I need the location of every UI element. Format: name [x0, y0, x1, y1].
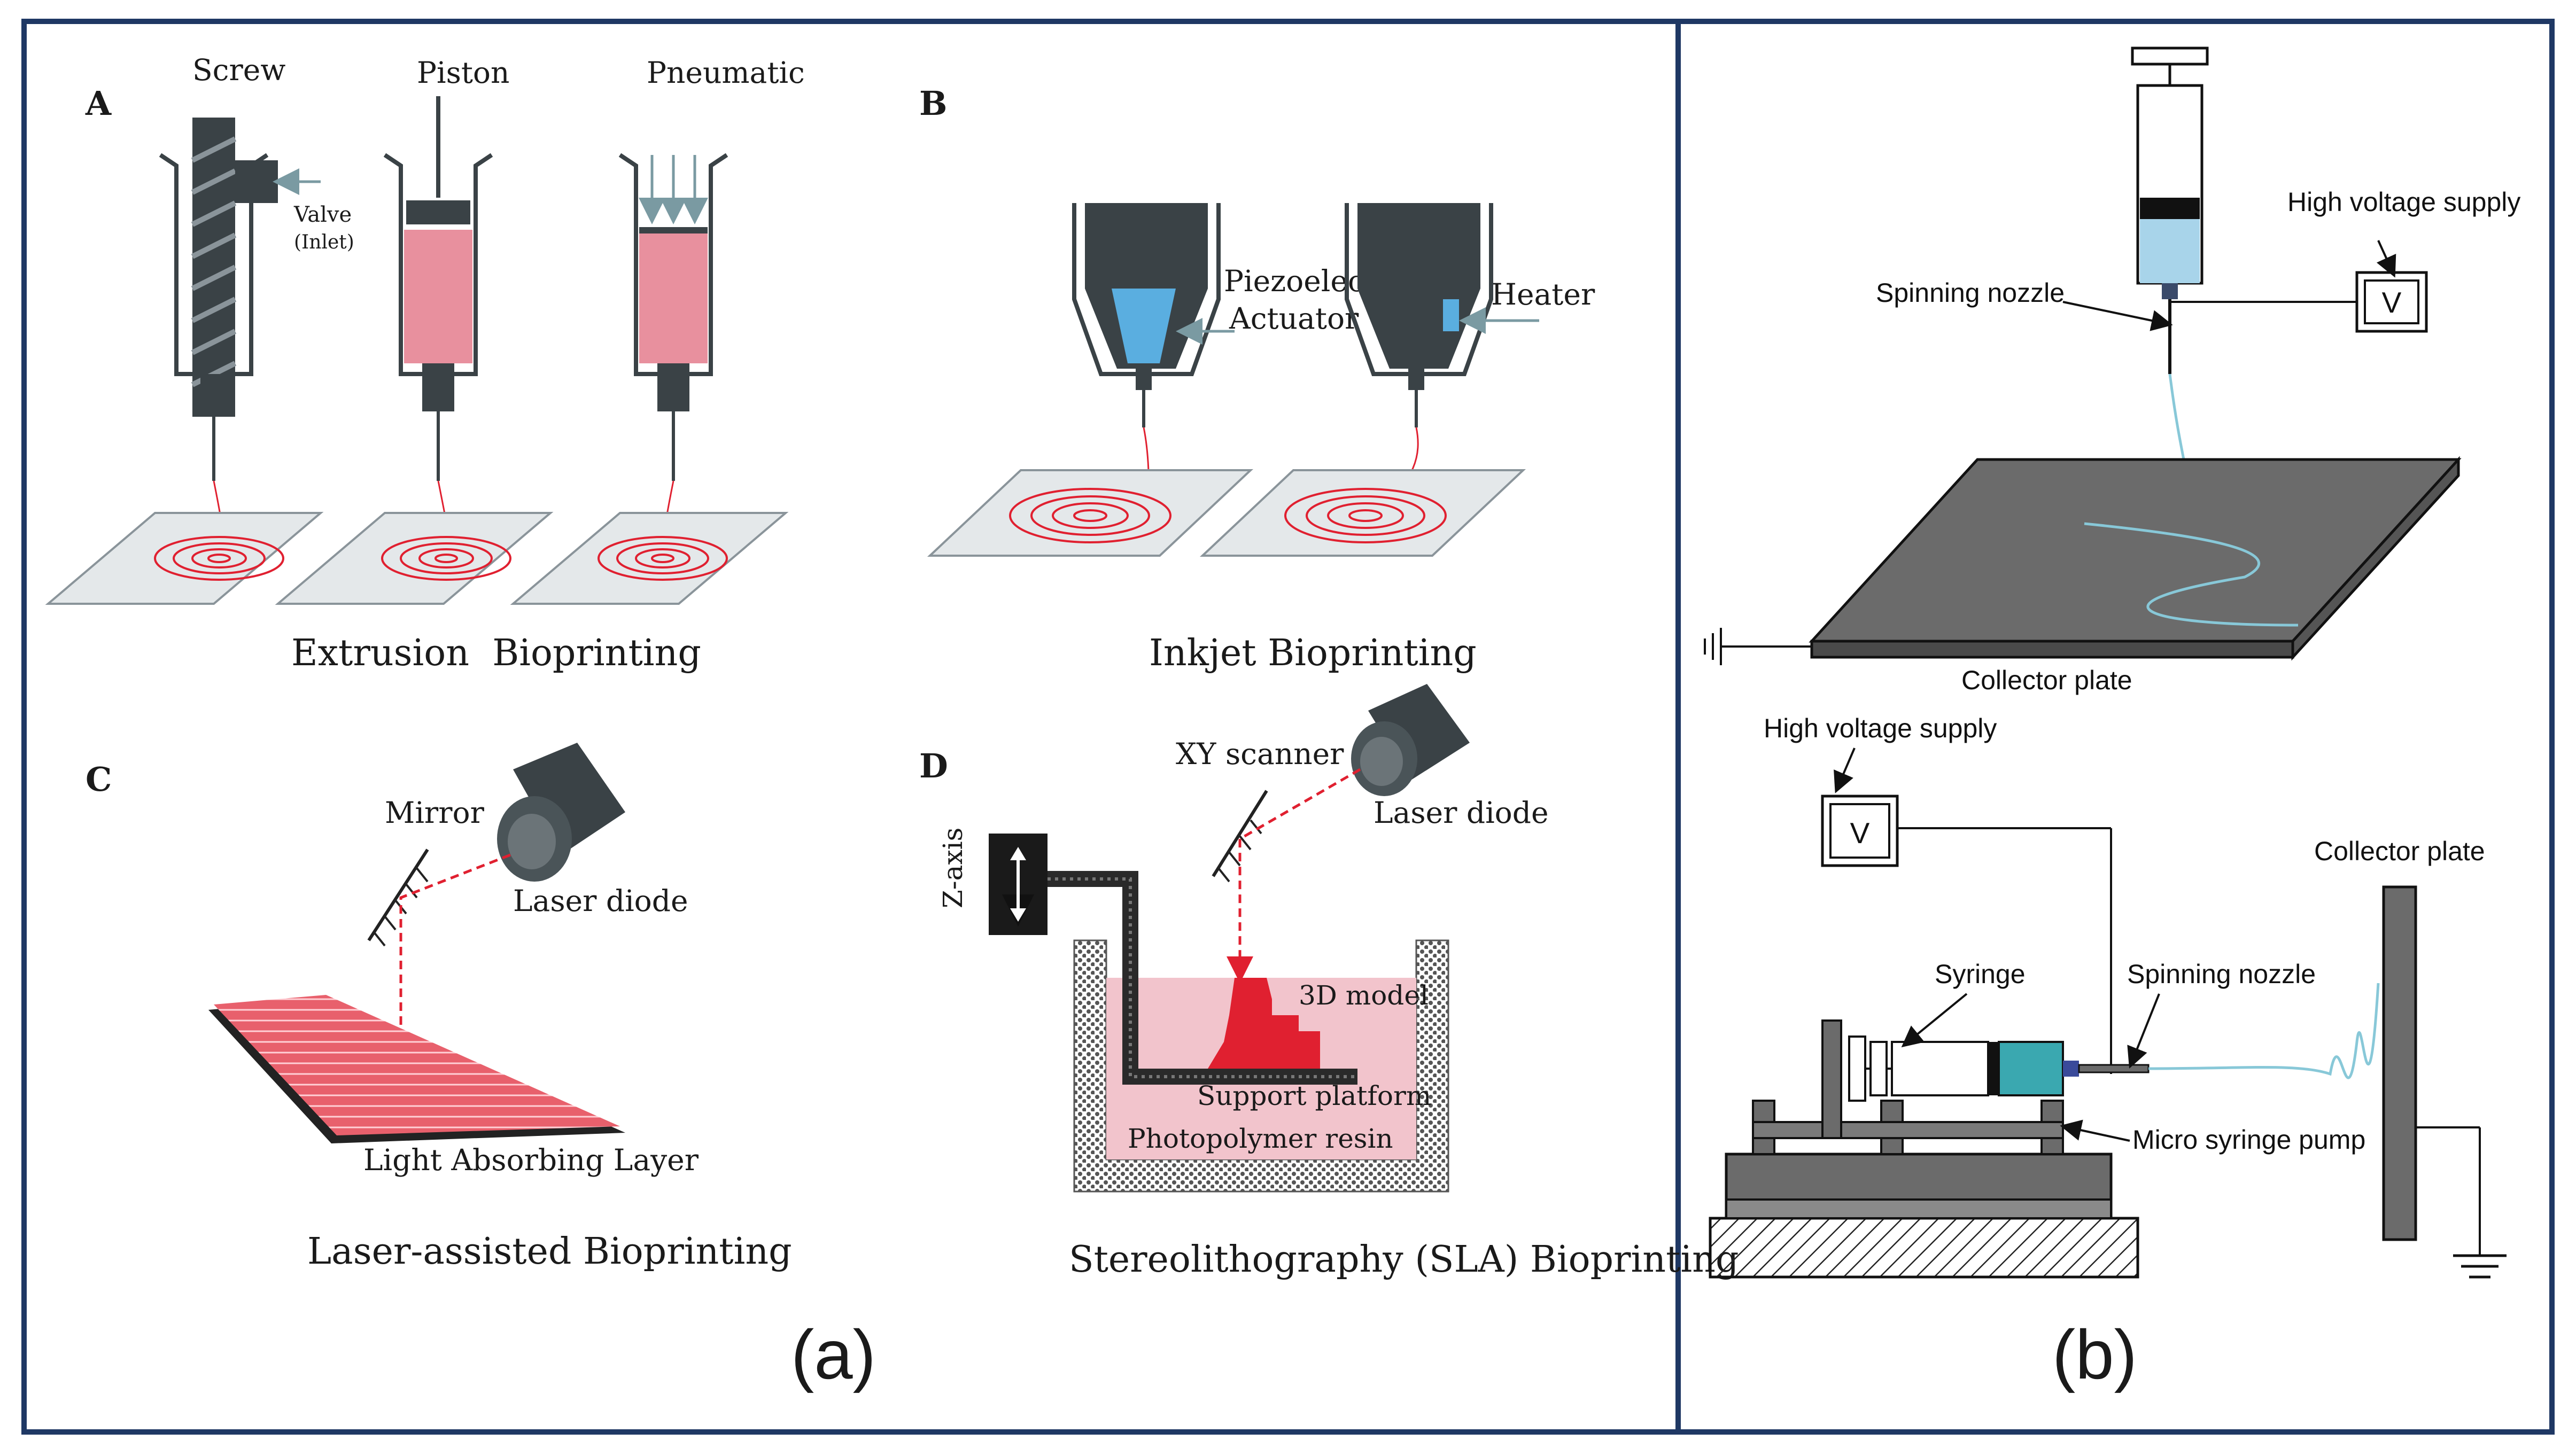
laser-diode-label-d: Laser diode	[1374, 796, 1549, 830]
panel-b-frame	[1675, 19, 2555, 1435]
xy-scanner-label: XY scanner	[1176, 737, 1344, 771]
caption-b: (b)	[2052, 1315, 2137, 1393]
collector-label-top: Collector plate	[1961, 665, 2132, 695]
collector-label-bottom: Collector plate	[2314, 836, 2485, 866]
extrusion-title: Extrusion Bioprinting	[291, 632, 701, 674]
z-axis-label: Z-axis	[937, 828, 968, 908]
pneumatic-label: Pneumatic	[647, 56, 805, 90]
vertical-electrospinning-diagram: V High voltage supply Spinning nozzle Co…	[1704, 46, 2520, 695]
letter-b: B	[919, 84, 947, 123]
letter-d: D	[919, 746, 948, 785]
pump-label: Micro syringe pump	[2132, 1125, 2365, 1155]
sla-diagram: D XY scanner Laser diode Z-axis 3D model…	[919, 684, 1739, 1281]
piston-label: Piston	[417, 56, 509, 90]
letter-c: C	[86, 760, 112, 799]
mirror-label: Mirror	[385, 796, 485, 830]
valve-label: Valve	[293, 203, 352, 227]
platform-label: Support platform	[1197, 1080, 1431, 1111]
inlet-label: (Inlet)	[294, 231, 354, 253]
hv-label-top: High voltage supply	[2287, 187, 2520, 217]
heater-label: Heater	[1491, 277, 1595, 312]
hv-label-bottom: High voltage supply	[1764, 713, 1997, 743]
voltmeter-symbol-top: V	[2382, 286, 2402, 319]
inkjet-diagram: B Piezoelectric Actuator Heater Inkjet B…	[919, 84, 1595, 674]
resin-label: Photopolymer resin	[1128, 1123, 1393, 1154]
laser-assisted-diagram: C Mirror Laser diode Light Absorbing Lay…	[86, 743, 792, 1273]
absorbing-layer-label: Light Absorbing Layer	[363, 1143, 699, 1177]
model-label: 3D model	[1299, 980, 1429, 1011]
inkjet-title: Inkjet Bioprinting	[1149, 632, 1477, 674]
sla-title: Stereolithography (SLA) Bioprinting	[1069, 1239, 1739, 1281]
extrusion-diagram: A Screw Piston Pneumatic Valve (Inlet)	[45, 53, 805, 674]
laser-assisted-title: Laser-assisted Bioprinting	[307, 1231, 792, 1273]
screw-label: Screw	[192, 53, 285, 87]
syringe-label: Syringe	[1935, 959, 2026, 989]
horizontal-electrospinning-diagram: High voltage supply V Collector plate	[1709, 713, 2507, 1279]
caption-a: (a)	[791, 1315, 876, 1393]
nozzle-label-bottom: Spinning nozzle	[2127, 959, 2316, 989]
laser-diode-label-c: Laser diode	[513, 884, 688, 918]
letter-a: A	[85, 84, 112, 123]
nozzle-label-top: Spinning nozzle	[1876, 278, 2065, 308]
voltmeter-symbol-bottom: V	[1850, 816, 1870, 850]
piezo-label-2: Actuator	[1229, 301, 1359, 336]
